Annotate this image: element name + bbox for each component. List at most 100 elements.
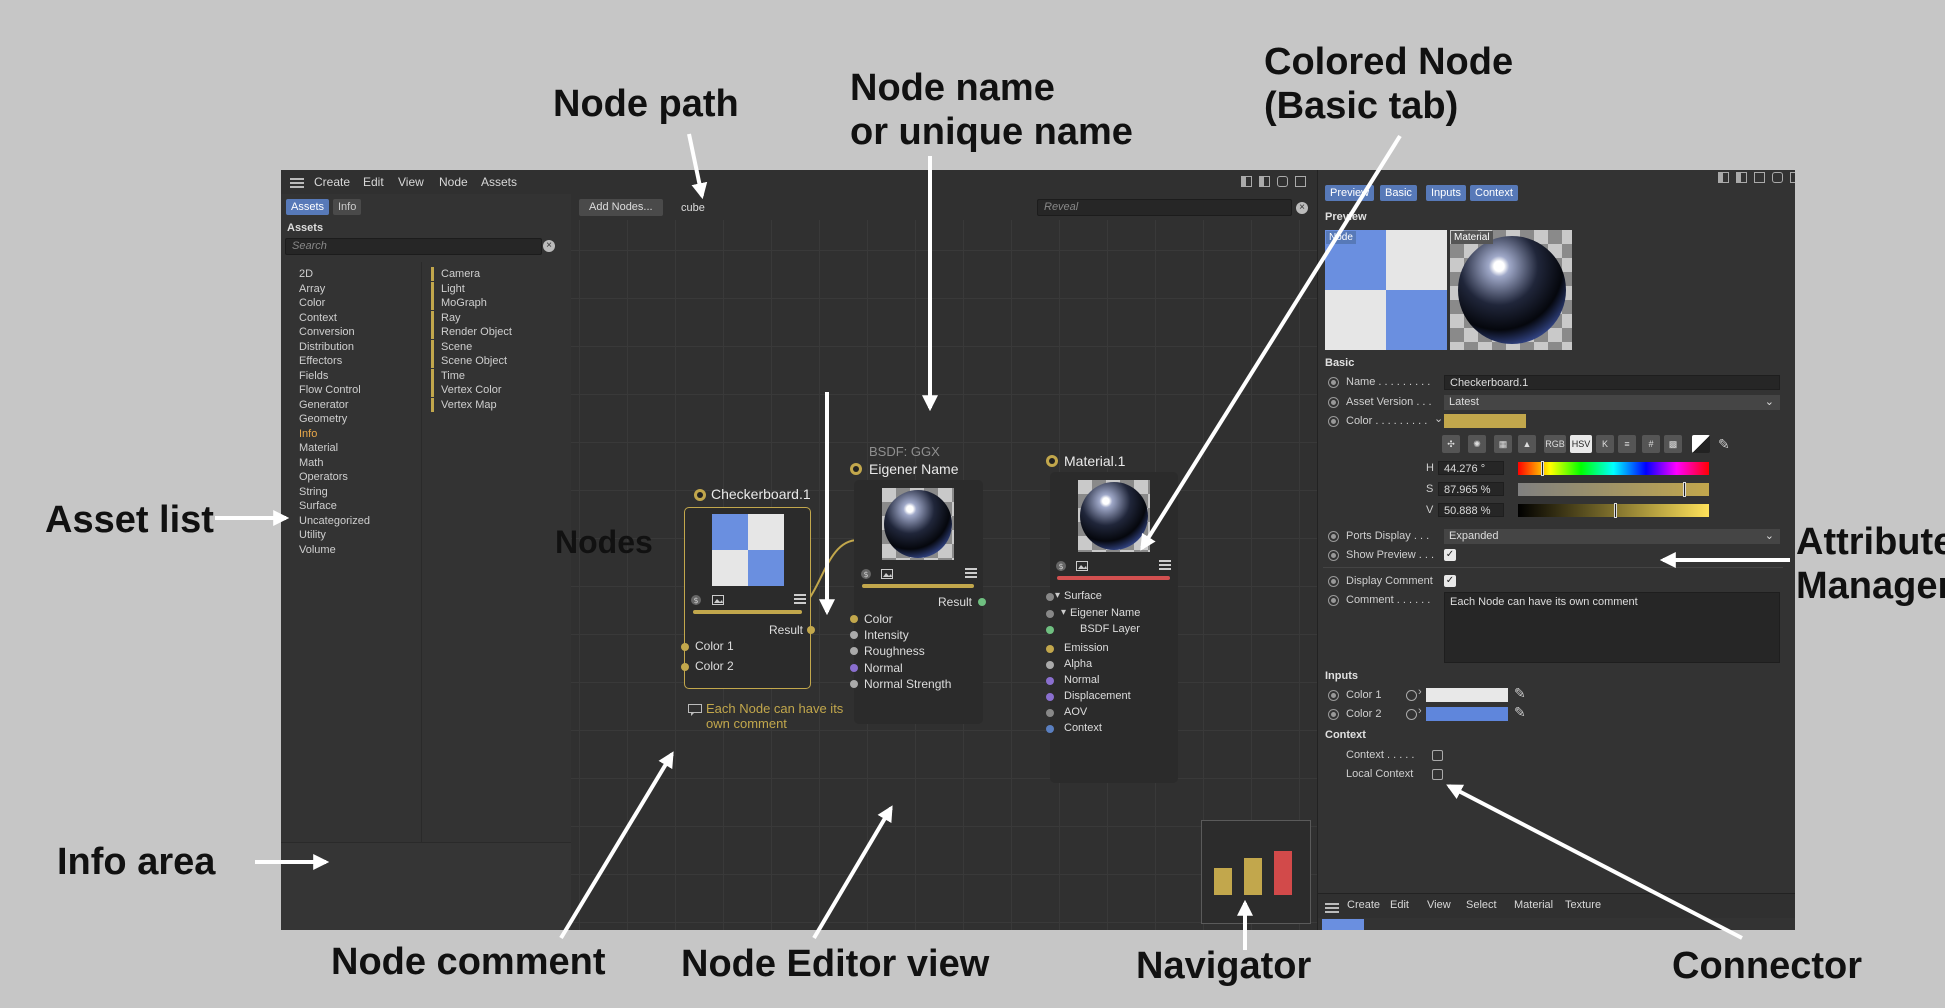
checkerboard-input-color2[interactable]: Color 2 — [695, 659, 734, 673]
color-compare-icon[interactable] — [1692, 435, 1710, 453]
kelvin-mode-button[interactable]: K — [1596, 435, 1614, 453]
asset-item[interactable]: Light — [441, 282, 465, 295]
tab-context[interactable]: Context — [1470, 185, 1518, 201]
menu-assets[interactable]: Assets — [481, 175, 518, 189]
bsdf-result-connector[interactable] — [978, 598, 986, 606]
comment-textarea[interactable]: Each Node can have its own comment — [1444, 592, 1780, 663]
rgb-mode-button[interactable]: RGB — [1544, 435, 1566, 453]
input2-toggle[interactable] — [1406, 709, 1417, 720]
asset-version-radio[interactable] — [1328, 397, 1339, 408]
bsdf-input-port[interactable]: Roughness — [864, 644, 925, 659]
show-preview-checkbox[interactable]: ✓ — [1444, 549, 1456, 561]
asset-item[interactable]: Camera — [441, 268, 481, 280]
category-item[interactable]: 2D — [299, 268, 314, 280]
bsdf-input-connector[interactable] — [850, 679, 858, 688]
category-item[interactable]: Color — [299, 297, 326, 309]
new-window-icon[interactable] — [1754, 172, 1765, 183]
node-editor-view[interactable]: Add Nodes... cube Reveal × Checkerboard.… — [571, 194, 1317, 930]
asset-item[interactable]: MoGraph — [441, 297, 487, 309]
category-item[interactable]: Material — [299, 442, 339, 454]
hsv-mode-button[interactable]: HSV — [1570, 435, 1592, 453]
ports-display-dropdown[interactable]: Expanded ⌄ — [1444, 529, 1780, 544]
input1-radio[interactable] — [1328, 690, 1339, 701]
color-image-icon[interactable]: ▲ — [1518, 435, 1536, 453]
node-menu-icon[interactable] — [794, 592, 806, 606]
material-input-port[interactable]: Displacement — [1064, 690, 1131, 702]
asset-item[interactable]: Ray — [441, 311, 461, 324]
color-picker-wheel-icon[interactable]: ✣ — [1442, 435, 1460, 453]
color-spectrum-icon[interactable]: ✺ — [1468, 435, 1486, 453]
category-item[interactable]: Math — [299, 456, 324, 469]
category-item[interactable]: Context — [299, 311, 337, 324]
tab-info[interactable]: Info — [333, 199, 362, 215]
show-preview-radio[interactable] — [1328, 550, 1339, 561]
material-input-connector[interactable] — [1046, 677, 1054, 685]
navigator[interactable] — [1201, 820, 1311, 924]
layout-right-icon[interactable] — [1259, 176, 1270, 187]
hue-slider[interactable] — [1518, 461, 1709, 476]
bsdf-output-result[interactable]: Result — [938, 595, 973, 609]
material-input-port[interactable]: BSDF Layer — [1080, 623, 1140, 635]
category-item[interactable]: String — [299, 485, 328, 498]
asset-item[interactable]: Time — [441, 369, 466, 382]
menu-view[interactable]: View — [398, 175, 424, 189]
asset-version-dropdown[interactable]: Latest ⌄ — [1444, 395, 1780, 410]
asset-item[interactable]: Scene Object — [441, 355, 508, 367]
lock-icon[interactable] — [1277, 176, 1288, 187]
value-slider[interactable] — [1518, 503, 1709, 518]
expand-triangle-icon[interactable]: ▾ — [1061, 607, 1067, 618]
bsdf-input-port[interactable]: Intensity — [864, 628, 909, 643]
category-item[interactable]: Geometry — [299, 413, 348, 425]
display-comment-radio[interactable] — [1328, 576, 1339, 587]
bsdf-input-connector[interactable] — [850, 647, 858, 656]
bsdf-input-connector[interactable] — [850, 631, 858, 640]
menu-create[interactable]: Create — [314, 175, 351, 189]
bsdf-input-connector[interactable] — [850, 615, 858, 623]
menu-select[interactable]: Select — [1466, 899, 1497, 911]
material-thumbnail-strip[interactable] — [1322, 919, 1364, 930]
material-input-connector[interactable] — [1046, 593, 1054, 601]
eyedropper-icon[interactable]: ✎ — [1514, 704, 1526, 720]
node-menu-icon[interactable] — [965, 566, 977, 580]
image-icon[interactable] — [1076, 560, 1088, 571]
image-icon[interactable] — [712, 594, 724, 605]
display-comment-checkbox[interactable]: ✓ — [1444, 575, 1456, 587]
bsdf-input-port[interactable]: Normal — [864, 660, 903, 675]
local-context-checkbox[interactable] — [1432, 769, 1443, 780]
category-item[interactable]: Conversion — [299, 326, 355, 338]
menu-create[interactable]: Create — [1347, 899, 1381, 911]
mixer-icon[interactable]: ≡ — [1618, 435, 1636, 453]
category-item[interactable]: Distribution — [299, 340, 355, 353]
input2-radio[interactable] — [1328, 709, 1339, 720]
eyedropper-icon[interactable]: ✎ — [1718, 436, 1730, 452]
saturation-slider-handle[interactable] — [1683, 482, 1686, 497]
menu-edit[interactable]: Edit — [363, 175, 384, 189]
input2-color-swatch[interactable] — [1426, 707, 1508, 721]
input1-expand-icon[interactable]: › — [1418, 686, 1422, 698]
checkerboard-result-connector[interactable] — [807, 626, 815, 634]
eyedropper-icon[interactable]: ✎ — [1514, 685, 1526, 701]
material-input-connector[interactable] — [1046, 661, 1054, 669]
material-input-port[interactable]: AOV — [1064, 706, 1088, 718]
category-item[interactable]: Uncategorized — [299, 514, 370, 527]
menu-material[interactable]: Material — [1514, 899, 1554, 911]
checkerboard-node[interactable]: $ Result Color 1 Color 2 — [681, 507, 815, 689]
input2-expand-icon[interactable]: › — [1418, 705, 1422, 717]
category-item[interactable]: Volume — [299, 543, 336, 556]
material-input-port[interactable]: Emission — [1064, 642, 1109, 654]
category-item[interactable]: Fields — [299, 369, 329, 382]
color2-connector[interactable] — [681, 663, 689, 671]
input1-color-swatch[interactable] — [1426, 688, 1508, 702]
menu-node[interactable]: Node — [439, 175, 468, 189]
material-input-port[interactable]: Normal — [1064, 674, 1100, 686]
hamburger-icon[interactable] — [290, 176, 304, 190]
lock-icon[interactable] — [1772, 172, 1783, 183]
hue-slider-handle[interactable] — [1541, 461, 1544, 476]
category-item[interactable]: Effectors — [299, 355, 343, 367]
menu-edit[interactable]: Edit — [1390, 899, 1409, 911]
color-expand-chevron-icon[interactable]: ⌄ — [1434, 413, 1444, 425]
hex-mode-button[interactable]: # — [1642, 435, 1660, 453]
node-menu-icon[interactable] — [1159, 558, 1171, 572]
color-radio[interactable] — [1328, 416, 1339, 427]
material-input-port[interactable]: Surface — [1064, 590, 1102, 602]
